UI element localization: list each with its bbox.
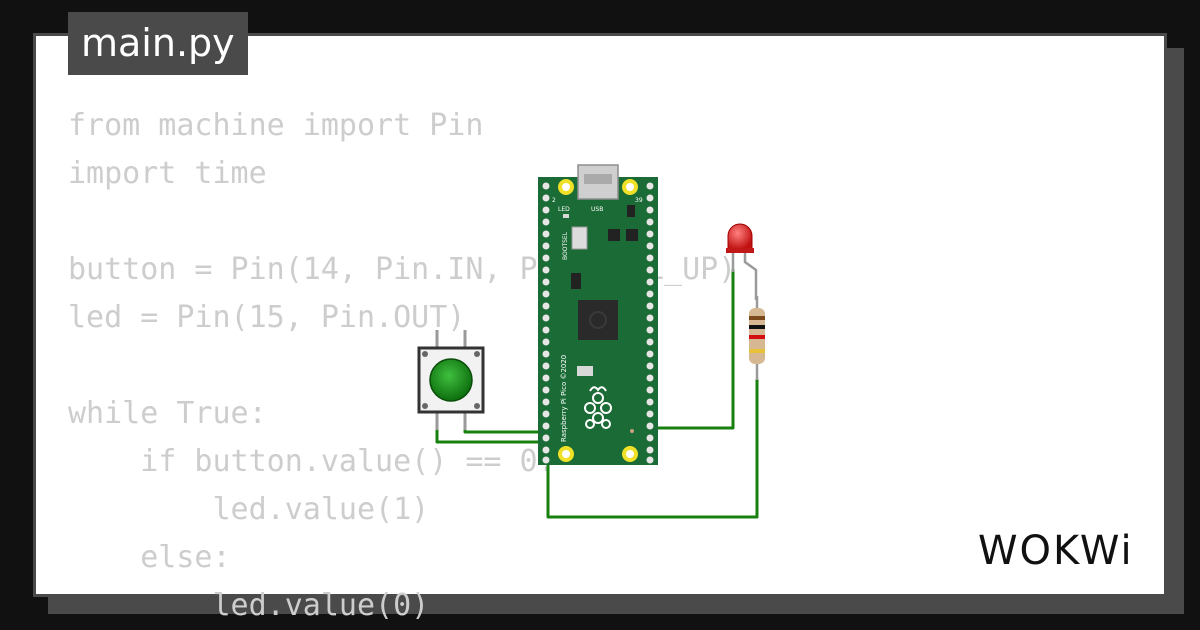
bootsel-label: BOOTSEL — [562, 231, 569, 260]
pin-label-39: 39 — [635, 197, 643, 204]
left-pin-header — [542, 182, 550, 464]
wire-led — [648, 268, 735, 430]
rp2040-chip — [578, 300, 618, 340]
file-tab[interactable]: main.py — [68, 12, 248, 75]
resistor[interactable] — [749, 296, 765, 380]
right-pin-header — [646, 182, 654, 464]
pico-board[interactable]: 2 39 LED USB BOOTSEL Raspberry Pi Pico ©… — [538, 164, 658, 465]
pin-label-2: 2 — [552, 197, 556, 204]
wokwi-logo: WOKWi — [978, 528, 1134, 574]
push-button[interactable] — [417, 330, 485, 430]
board-name-label: Raspberry Pi Pico ©2020 — [560, 355, 568, 442]
red-led[interactable] — [726, 223, 758, 300]
raspberry-logo-icon — [584, 386, 612, 429]
led-label: LED — [558, 206, 570, 213]
usb-label: USB — [591, 206, 603, 213]
wire-button-a — [435, 428, 550, 444]
wire-button-b — [463, 426, 550, 434]
bootsel-button — [571, 226, 588, 250]
wire-gnd — [546, 378, 759, 519]
onboard-led — [563, 214, 569, 218]
